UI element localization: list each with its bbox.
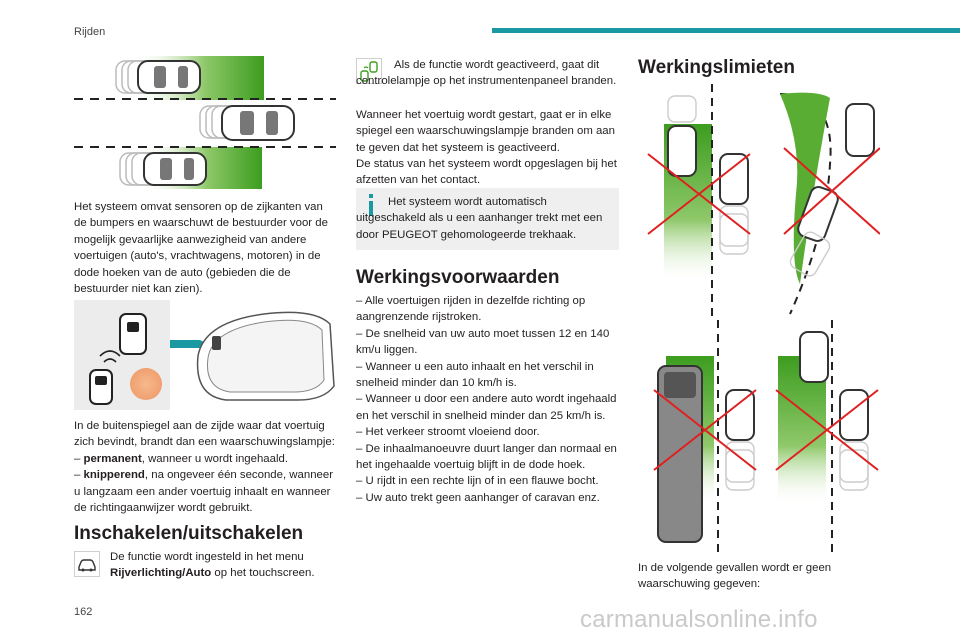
- condition-item: – U rijdt in een rechte lijn of in een f…: [356, 475, 599, 488]
- startup-paragraph: Wanneer het voertuig wordt gestart, gaat…: [356, 109, 615, 154]
- item-rest: , na ongeveer één seconde, wanneer u lan…: [74, 469, 333, 515]
- item-bold: knipperend: [83, 469, 145, 482]
- condition-item: – Het verkeer stroomt vloeiend door.: [356, 426, 540, 439]
- menu-path: Rijverlichting/Auto: [110, 567, 212, 580]
- intro-text: Het systeem omvat sensoren op de zijkant…: [74, 201, 328, 296]
- mirror-warning-text: In de buitenspiegel aan de zijde waar da…: [74, 418, 336, 516]
- page-number: 162: [74, 606, 93, 618]
- condition-item: – Wanneer u een auto inhaalt en het vers…: [356, 360, 594, 390]
- watermark: carmanualsonline.info: [580, 606, 818, 633]
- status-paragraph: De status van het systeem wordt opgeslag…: [356, 158, 617, 187]
- info-text: Het systeem wordt automatisch uitgeschak…: [356, 196, 603, 241]
- mirror-lead: In de buitenspiegel aan de zijde waar da…: [74, 420, 335, 449]
- condition-item: – Alle voertuigen rijden in dezelfde ric…: [356, 295, 586, 324]
- info-box: [356, 188, 619, 250]
- info-icon: [369, 194, 373, 216]
- mirror-item-blinking: – knipperend, na ongeveer één seconde, w…: [74, 467, 336, 516]
- item-rest: , wanneer u wordt ingehaald.: [141, 452, 289, 465]
- limitation-illustration-bottom: [653, 320, 879, 552]
- dash: –: [74, 452, 84, 465]
- section-accent-bar: [492, 28, 960, 33]
- blind-spot-zones-illustration: [74, 56, 336, 189]
- heading-conditions: Werkingsvoorwaarden: [356, 267, 560, 288]
- menu-instruction: De functie wordt ingesteld in het menu R…: [110, 549, 336, 582]
- limitations-footer-text: In de volgende gevallen wordt er geen wa…: [638, 562, 832, 591]
- menu-text: De functie wordt ingesteld in het menu: [110, 551, 304, 563]
- mirror-item-permanent: – permanent, wanneer u wordt ingehaald.: [74, 451, 336, 467]
- dash: –: [74, 469, 84, 482]
- conditions-list: – Alle voertuigen rijden in dezelfde ric…: [356, 293, 620, 506]
- heading-activation: Inschakelen/uitschakelen: [74, 523, 304, 544]
- mirror-warning-illustration: [74, 300, 335, 410]
- item-bold: permanent: [83, 452, 142, 465]
- car-settings-icon: [74, 551, 100, 577]
- condition-item: – De snelheid van uw auto moet tussen 12…: [356, 327, 610, 357]
- condition-item: – Wanneer u door een andere auto wordt i…: [356, 393, 617, 422]
- activation-paragraph: Als de functie wordt geactiveerd, gaat d…: [356, 59, 617, 88]
- heading-limitations: Werkingslimieten: [638, 57, 795, 78]
- condition-item: – De inhaalmanoeuvre duurt langer dan no…: [356, 442, 617, 472]
- condition-item: – Uw auto trekt geen aanhanger of carava…: [356, 491, 600, 504]
- menu-text-end: op het touchscreen.: [211, 567, 315, 580]
- section-title: Rijden: [74, 26, 106, 38]
- limitation-illustration-top: [647, 84, 880, 316]
- blind-spot-warning-lamp-icon: [356, 58, 382, 84]
